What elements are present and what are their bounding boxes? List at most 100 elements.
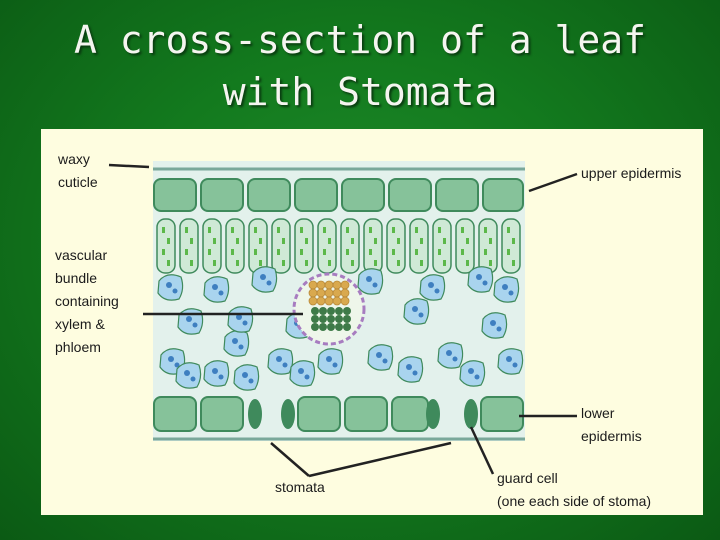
spongy-chloroplast <box>413 371 418 376</box>
spongy-chloroplast <box>283 363 288 368</box>
chloroplast <box>507 249 510 255</box>
spongy-chloroplast <box>476 274 482 280</box>
chloroplast <box>323 227 326 233</box>
chloroplast <box>162 227 165 233</box>
title-line-2: with Stomata <box>0 66 720 118</box>
spongy-chloroplast <box>212 284 218 290</box>
guard-cell <box>281 399 295 429</box>
spongy-chloroplast <box>168 356 174 362</box>
spongy-chloroplast <box>406 364 412 370</box>
spongy-chloroplast <box>468 368 474 374</box>
label-phloem: phloem <box>55 339 101 355</box>
phloem-cell <box>343 315 351 323</box>
spongy-chloroplast <box>184 370 190 376</box>
spongy-chloroplast <box>483 281 488 286</box>
spongy-chloroplast <box>475 375 480 380</box>
chloroplast <box>282 260 285 266</box>
chloroplast <box>162 249 165 255</box>
chloroplast <box>443 260 446 266</box>
guard-cell <box>248 399 262 429</box>
spongy-chloroplast <box>242 372 248 378</box>
lower-epidermis-cell <box>481 397 523 431</box>
chloroplast <box>300 227 303 233</box>
chloroplast <box>369 227 372 233</box>
palisade-cell <box>180 219 198 273</box>
xylem-cell <box>309 281 317 289</box>
spongy-chloroplast <box>435 289 440 294</box>
spongy-chloroplast <box>232 338 238 344</box>
label-containing: containing <box>55 293 119 309</box>
label-epidermis: epidermis <box>581 428 642 444</box>
phloem-cell <box>319 307 327 315</box>
xylem-cell <box>341 289 349 297</box>
phloem-cell <box>335 323 343 331</box>
chloroplast <box>277 227 280 233</box>
spongy-chloroplast <box>298 368 304 374</box>
lower-epidermis-cell <box>201 397 243 431</box>
lower-epidermis-cell <box>154 397 196 431</box>
phloem-cell <box>327 307 335 315</box>
spongy-chloroplast <box>326 356 332 362</box>
phloem-cell <box>343 307 351 315</box>
upper-epidermis-cell <box>483 179 523 211</box>
chloroplast <box>305 238 308 244</box>
phloem-cell <box>335 315 343 323</box>
spongy-chloroplast <box>267 281 272 286</box>
xylem-cell <box>333 297 341 305</box>
chloroplast <box>259 260 262 266</box>
chloroplast <box>346 249 349 255</box>
spongy-chloroplast <box>366 276 372 282</box>
palisade-cell <box>272 219 290 273</box>
palisade-cell <box>203 219 221 273</box>
phloem-cell <box>311 315 319 323</box>
stomata-pointer-2 <box>309 443 451 476</box>
slide-title: A cross-section of a leaf with Stomata <box>0 14 720 118</box>
label-waxy: waxy <box>58 151 90 167</box>
chloroplast <box>190 260 193 266</box>
label-bundle: bundle <box>55 270 97 286</box>
chloroplast <box>397 260 400 266</box>
spongy-chloroplast <box>191 377 196 382</box>
chloroplast <box>213 260 216 266</box>
chloroplast <box>277 249 280 255</box>
xylem-cell <box>325 297 333 305</box>
spongy-chloroplast <box>497 327 502 332</box>
chloroplast <box>328 238 331 244</box>
chloroplast <box>185 249 188 255</box>
chloroplast <box>374 238 377 244</box>
xylem-cell <box>317 289 325 297</box>
chloroplast <box>397 238 400 244</box>
spongy-chloroplast <box>428 282 434 288</box>
xylem-cell <box>309 289 317 297</box>
label-xylem: xylem & <box>55 316 105 332</box>
palisade-cell <box>479 219 497 273</box>
spongy-chloroplast <box>333 363 338 368</box>
palisade-cell <box>249 219 267 273</box>
spongy-chloroplast <box>243 321 248 326</box>
chloroplast <box>438 227 441 233</box>
label-cuticle: cuticle <box>58 174 98 190</box>
upper-epidermis-cell <box>154 179 196 211</box>
spongy-chloroplast <box>166 282 172 288</box>
chloroplast <box>369 249 372 255</box>
xylem-cell <box>333 289 341 297</box>
chloroplast <box>466 260 469 266</box>
spongy-chloroplast <box>173 289 178 294</box>
spongy-chloroplast <box>219 375 224 380</box>
chloroplast <box>323 249 326 255</box>
spongy-chloroplast <box>249 379 254 384</box>
chloroplast <box>507 227 510 233</box>
spongy-chloroplast <box>305 375 310 380</box>
lower-epidermis-cell <box>345 397 387 431</box>
palisade-cell <box>387 219 405 273</box>
phloem-cell <box>311 307 319 315</box>
chloroplast <box>185 227 188 233</box>
xylem-cells <box>309 281 349 305</box>
phloem-cell <box>319 315 327 323</box>
spongy-chloroplast <box>509 291 514 296</box>
chloroplast <box>438 249 441 255</box>
chloroplast <box>300 249 303 255</box>
chloroplast <box>305 260 308 266</box>
palisade-cell <box>341 219 359 273</box>
vascular-bundle <box>294 274 364 344</box>
